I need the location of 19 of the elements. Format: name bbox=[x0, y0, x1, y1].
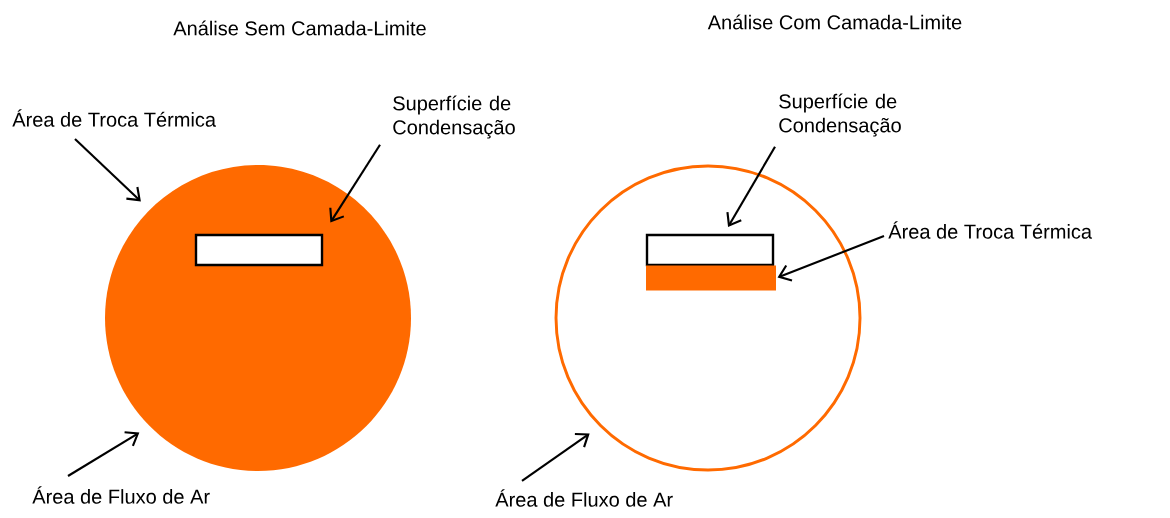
callout-label: Área de Troca Térmica bbox=[12, 109, 216, 127]
arrow bbox=[777, 235, 885, 282]
arrow bbox=[329, 144, 381, 223]
panel-title: Análise Sem Camada-Limite bbox=[173, 20, 426, 36]
callout-label: Superfície de Condensação bbox=[779, 93, 901, 137]
arrow bbox=[521, 432, 590, 482]
callout-label: Área de Troca Térmica bbox=[888, 221, 1092, 239]
condensation-rectangle bbox=[645, 233, 775, 267]
arrow bbox=[74, 138, 141, 202]
callout-label: Área de Fluxo de Ar bbox=[495, 489, 673, 507]
arrow bbox=[67, 431, 140, 477]
circle-area bbox=[554, 164, 862, 472]
condensation-rectangle bbox=[194, 233, 324, 267]
panel-title: Análise Com Camada-Limite bbox=[707, 14, 962, 30]
callout-label: Superfície de Condensação bbox=[393, 95, 515, 139]
circle-area bbox=[105, 165, 411, 471]
callout-label: Área de Fluxo de Ar bbox=[32, 486, 210, 504]
arrow bbox=[726, 146, 776, 227]
heat-exchange-bar bbox=[646, 265, 776, 291]
